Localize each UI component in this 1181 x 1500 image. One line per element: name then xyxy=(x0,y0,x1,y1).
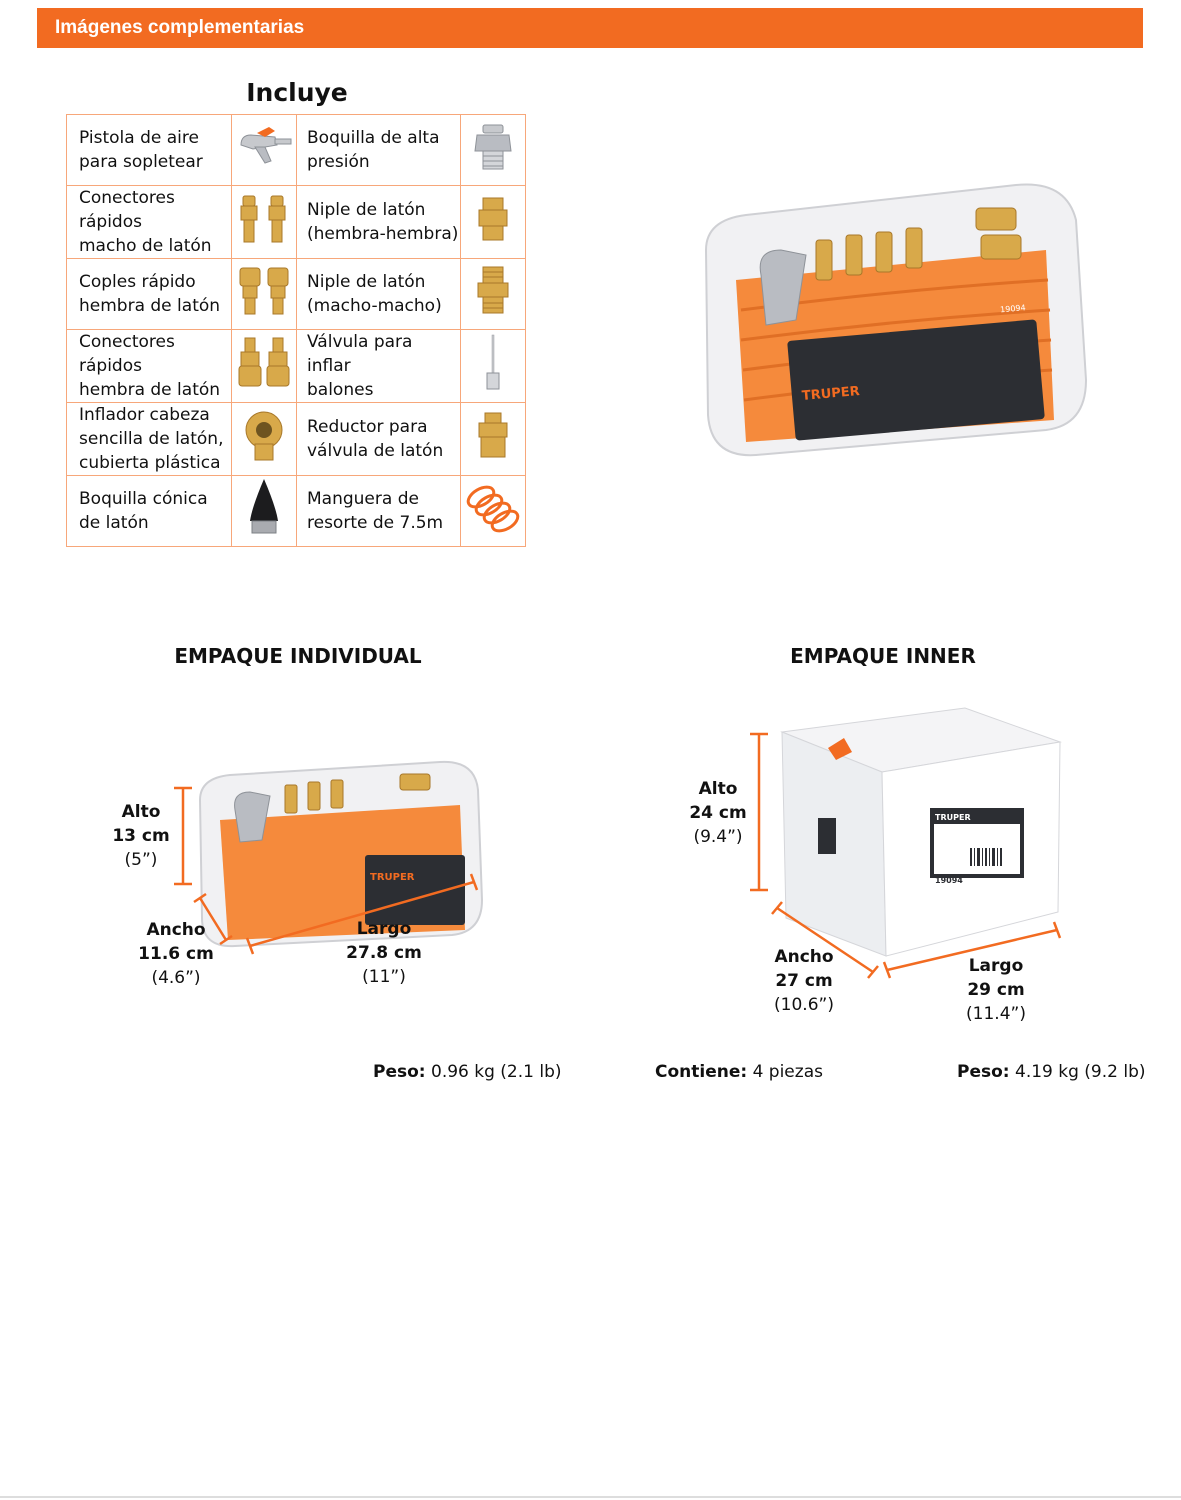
incluye-item-right: Boquilla de alta presión xyxy=(296,114,461,186)
bottom-divider xyxy=(0,1496,1181,1498)
incluye-title: Incluye xyxy=(246,78,348,107)
nipple-mm-icon xyxy=(475,265,511,324)
incluye-item-right: Válvula para inflar balones xyxy=(296,329,461,403)
female-connector-icon xyxy=(235,336,293,397)
inner-weight: Peso: 4.19 kg (9.2 lb) xyxy=(957,1062,1146,1082)
coil-hose-icon xyxy=(461,477,525,546)
incluye-image-left xyxy=(231,114,297,186)
incluye-image-right xyxy=(460,258,526,330)
incluye-image-left xyxy=(231,329,297,403)
incluye-row: Conectores rápidos macho de latón Niple d… xyxy=(66,185,526,259)
incluye-item-left: Inflador cabeza sencilla de latón, cubie… xyxy=(66,402,232,476)
incluye-image-left xyxy=(231,402,297,476)
individual-largo: Largo 27.8 cm (11”) xyxy=(346,919,422,987)
inner-box-photo: TRUPER 19094 xyxy=(780,707,1062,957)
cone-nozzle-icon xyxy=(244,477,284,546)
inner-brand-label: TRUPER xyxy=(935,813,971,822)
individual-dimension-lines xyxy=(174,786,479,955)
individual-title: EMPAQUE INDIVIDUAL xyxy=(174,644,422,668)
individual-weight: Peso: 0.96 kg (2.1 lb) xyxy=(373,1062,562,1082)
incluye-item-right: Niple de latón (macho-macho) xyxy=(296,258,461,330)
incluye-item-left: Conectores rápidos hembra de latón xyxy=(66,329,232,403)
incluye-image-right xyxy=(460,475,526,547)
female-coupler-icon xyxy=(235,264,293,325)
case-code-label: 19094 xyxy=(1000,303,1026,314)
nozzle-icon xyxy=(473,121,513,180)
incluye-row: Coples rápido hembra de latón Niple de la… xyxy=(66,258,526,330)
incluye-item-left: Boquilla cónica de latón xyxy=(66,475,232,547)
male-connector-icon xyxy=(235,192,293,253)
chuck-icon xyxy=(239,408,289,471)
needle-icon xyxy=(479,333,507,400)
product-case-photo: TRUPER 19094 xyxy=(704,183,1088,457)
incluye-image-right xyxy=(460,402,526,476)
reducer-icon xyxy=(475,411,511,468)
incluye-item-right: Niple de latón (hembra-hembra) xyxy=(296,185,461,259)
inner-alto: Alto 24 cm (9.4”) xyxy=(689,779,747,847)
individual-alto: Alto 13 cm (5”) xyxy=(112,802,170,870)
nipple-ff-icon xyxy=(475,194,511,251)
incluye-item-left: Coples rápido hembra de latón xyxy=(66,258,232,330)
section-header: Imágenes complementarias xyxy=(37,8,1143,48)
individual-ancho: Ancho 11.6 cm (4.6”) xyxy=(138,920,214,988)
incluye-table: Pistola de aire para sopletear Boquilla d… xyxy=(66,114,526,547)
incluye-row: Conectores rápidos hembra de latón Válvul… xyxy=(66,329,526,403)
case-brand-label: TRUPER xyxy=(801,384,860,404)
air-gun-icon xyxy=(235,126,293,174)
inner-dimension-lines xyxy=(750,732,1062,979)
incluye-row: Inflador cabeza sencilla de latón, cubie… xyxy=(66,402,526,476)
incluye-image-left xyxy=(231,185,297,259)
inner-largo: Largo 29 cm (11.4”) xyxy=(966,956,1026,1024)
incluye-image-left xyxy=(231,475,297,547)
incluye-image-left xyxy=(231,258,297,330)
inner-title: EMPAQUE INNER xyxy=(790,644,976,668)
inner-contents: Contiene: 4 piezas xyxy=(655,1062,823,1082)
incluye-image-right xyxy=(460,114,526,186)
incluye-item-left: Pistola de aire para sopletear xyxy=(66,114,232,186)
individual-brand-label: TRUPER xyxy=(370,872,415,883)
incluye-image-right xyxy=(460,185,526,259)
incluye-item-left: Conectores rápidos macho de latón xyxy=(66,185,232,259)
inner-code-label: 19094 xyxy=(935,876,963,885)
incluye-image-right xyxy=(460,329,526,403)
incluye-row: Boquilla cónica de latón Manguera de reso… xyxy=(66,475,526,547)
incluye-item-right: Manguera de resorte de 7.5m xyxy=(296,475,461,547)
incluye-row: Pistola de aire para sopletear Boquilla d… xyxy=(66,114,526,186)
incluye-item-right: Reductor para válvula de latón xyxy=(296,402,461,476)
inner-ancho: Ancho 27 cm (10.6”) xyxy=(774,947,834,1015)
